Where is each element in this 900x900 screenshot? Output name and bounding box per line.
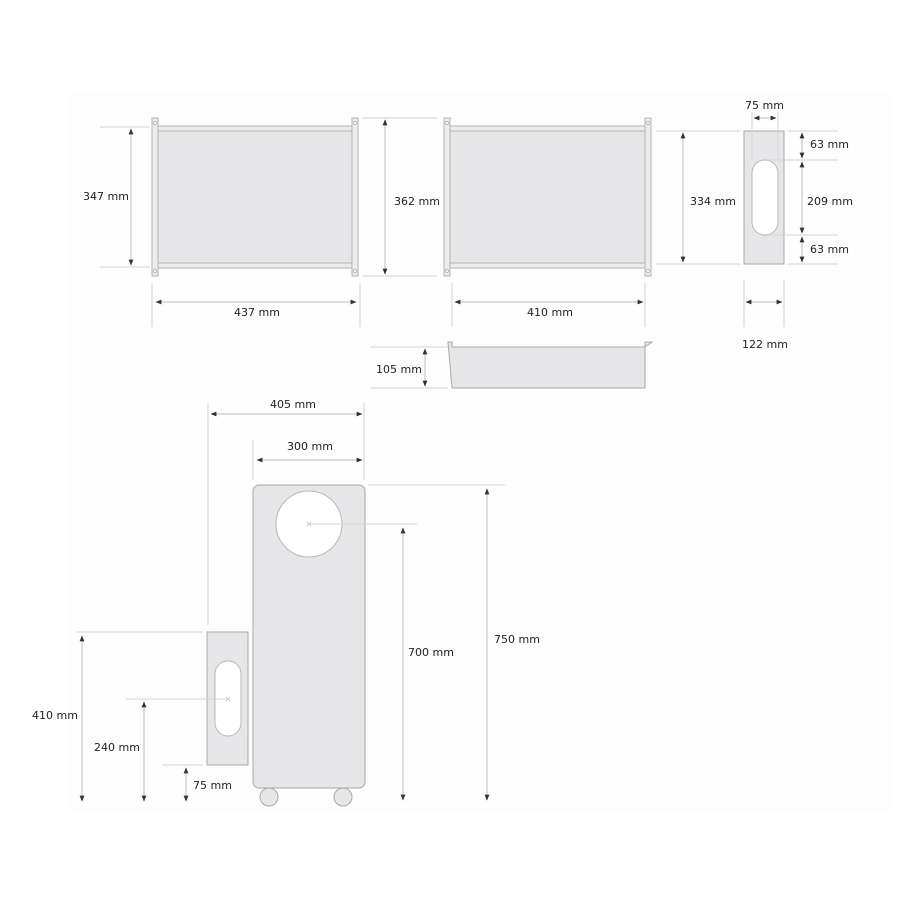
side-plate-dimensions: 75 mm 63 mm 209 mm 63 mm 122 mm (742, 99, 853, 351)
label-63-top: 63 mm (810, 138, 849, 151)
tray: 105 mm (370, 341, 654, 389)
label-209: 209 mm (807, 195, 853, 208)
label-405: 405 mm (270, 398, 316, 411)
dimension-410-front: 410 mm (32, 631, 203, 802)
label-105: 105 mm (376, 363, 422, 376)
dimension-75-front: 75 mm (162, 764, 232, 802)
air-conditioner-unit (252, 484, 366, 807)
label-122: 122 mm (742, 338, 788, 351)
dimension-405: 405 mm (207, 398, 365, 625)
label-240: 240 mm (94, 741, 140, 754)
wheel (259, 787, 279, 807)
dimension-700: 700 mm (309, 523, 454, 801)
label-410-front: 410 mm (32, 709, 78, 722)
label-700: 700 mm (408, 646, 454, 659)
window-panel-left (151, 117, 359, 277)
label-75-front: 75 mm (193, 779, 232, 792)
side-plate-front (206, 631, 249, 766)
dimension-437: 437 mm (151, 283, 361, 327)
wheel (333, 787, 353, 807)
dimension-750: 750 mm (368, 484, 540, 801)
label-347: 347 mm (83, 190, 129, 203)
label-334: 334 mm (690, 195, 736, 208)
side-plate (743, 130, 785, 265)
label-410-top: 410 mm (527, 306, 573, 319)
dimension-300: 300 mm (252, 440, 363, 480)
dimension-240: 240 mm (94, 698, 228, 802)
label-75-slot: 75 mm (745, 99, 784, 112)
window-panel-right (443, 117, 652, 277)
dimension-334: 334 mm (656, 130, 740, 265)
dimension-347: 347 mm (83, 126, 150, 268)
dimension-362: 362 mm (362, 117, 440, 277)
label-750: 750 mm (494, 633, 540, 646)
label-63-bottom: 63 mm (810, 243, 849, 256)
label-300: 300 mm (287, 440, 333, 453)
dimension-410-top: 410 mm (451, 283, 646, 327)
label-437: 437 mm (234, 306, 280, 319)
label-362: 362 mm (394, 195, 440, 208)
